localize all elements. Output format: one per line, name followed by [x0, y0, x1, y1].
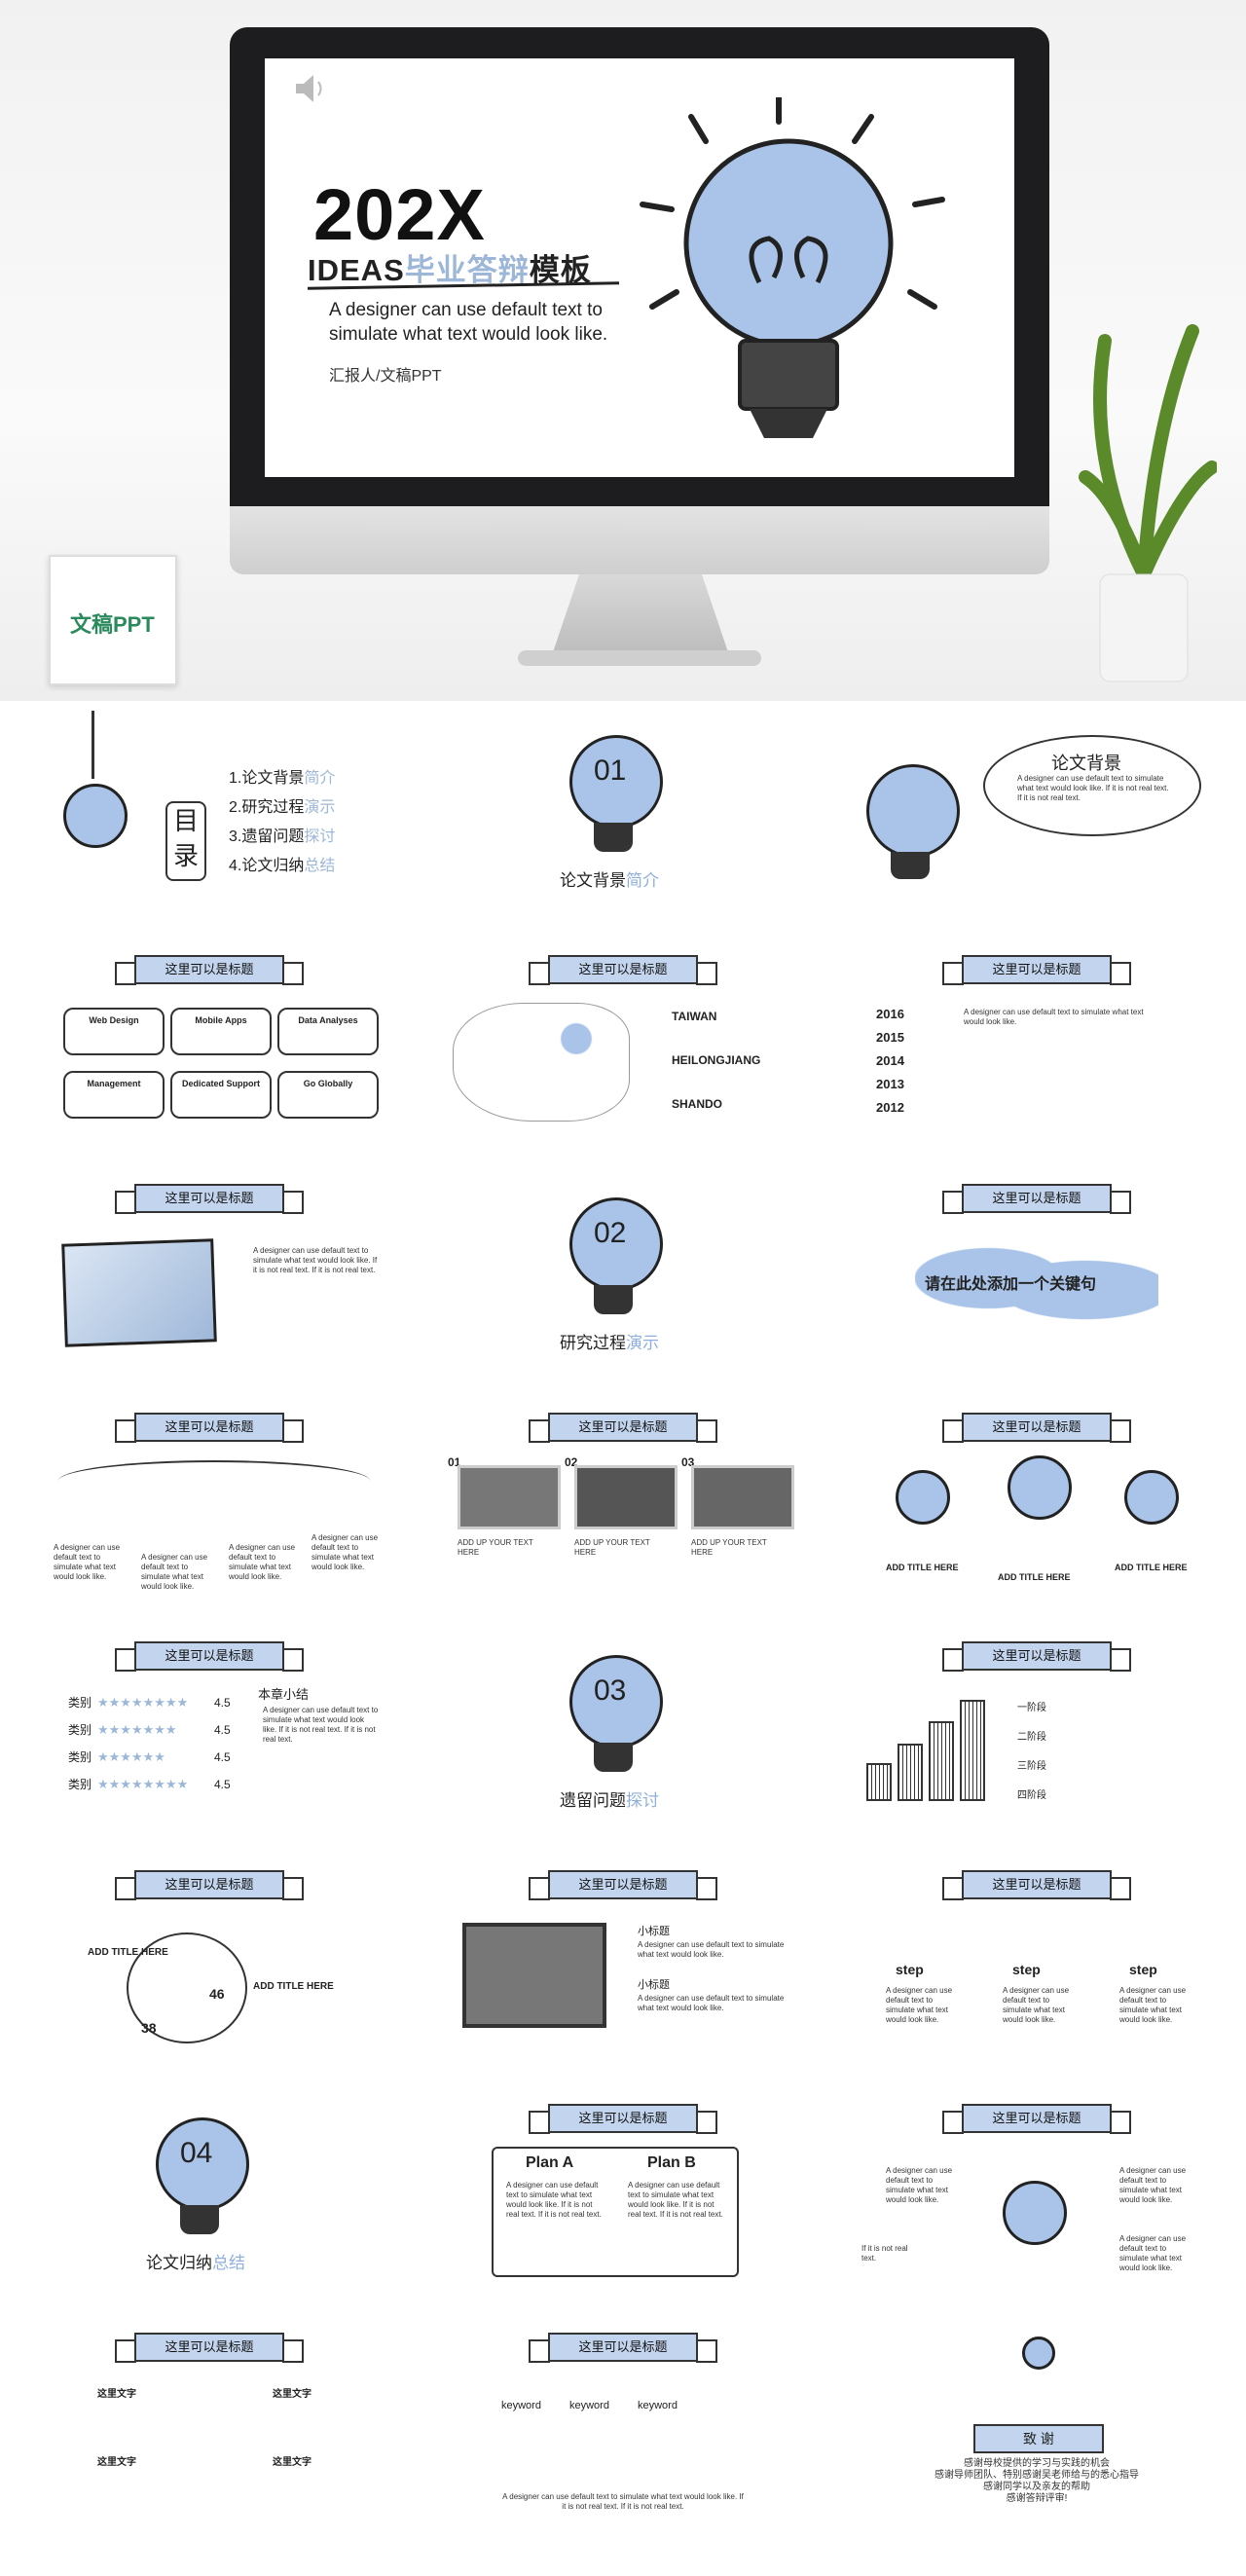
- monitor-stand-base: [518, 650, 761, 666]
- slide-banner: 这里可以是标题: [115, 1184, 304, 1214]
- slide-banner: 这里可以是标题: [942, 1184, 1131, 1214]
- slide-pie-titles: 这里可以是标题 46 38 ADD TITLE HERE ADD TITLE H…: [19, 1855, 399, 2069]
- timeline-years: 2016 2015 2014 2013 2012: [876, 1007, 904, 1115]
- toc-item[interactable]: 3.遗留问题探讨: [229, 828, 336, 845]
- timeline-text: A designer can use default text to simul…: [964, 1008, 1144, 1026]
- slide-section-04: 04 论文归纳总结: [19, 2088, 399, 2302]
- hero-subtitle: IDEAS毕业答辩模板: [308, 253, 592, 287]
- section-number: 04: [180, 2137, 213, 2169]
- steps-list: 一阶段 二阶段 三阶段 四阶段: [1017, 1703, 1046, 1801]
- bar-chart: [866, 1694, 1003, 1801]
- section-number: 03: [594, 1674, 627, 1707]
- slide-keywords: 这里可以是标题 keyword keyword keyword A design…: [433, 2317, 813, 2531]
- slide-photos: 这里可以是标题 01 02 03 ADD UP YOUR TEXT HERE A…: [433, 1397, 813, 1611]
- hero-reporter: 汇报人/文稿PPT: [329, 368, 442, 385]
- desk-calendar: [49, 555, 177, 685]
- slide-plans: 这里可以是标题 Plan A Plan B A designer can use…: [433, 2088, 813, 2302]
- map-label: TAIWAN: [672, 1010, 717, 1023]
- rating-stars: ★★★★★★★★★★★★★★★★★★★★★★★★★★★★★: [97, 1695, 189, 1791]
- slide-thanks: 致 谢 感谢母校提供的学习与实践的机会 感谢导师团队、特别感谢吴老师给与的悉心指…: [847, 2317, 1227, 2531]
- slide-hanging-notes: 这里可以是标题 A designer can use default text …: [19, 1397, 399, 1611]
- plant-illustration: [1079, 324, 1217, 682]
- slide-section-03: 03 遗留问题探讨: [433, 1626, 813, 1840]
- monitor-stand: [553, 574, 728, 652]
- section-title: 论文归纳总结: [146, 2254, 245, 2272]
- speaker-icon[interactable]: [292, 72, 331, 105]
- slide-three-bulbs: 这里可以是标题 ADD TITLE HERE ADD TITLE HERE AD…: [847, 1397, 1227, 1611]
- card: Data Analyses: [277, 1008, 379, 1055]
- world-quote: 请在此处添加一个关键句: [925, 1276, 1097, 1293]
- section-number: 01: [594, 754, 627, 787]
- card: Web Design: [63, 1008, 165, 1055]
- slide-cards: 这里可以是标题 Web Design Mobile Apps Data Anal…: [19, 939, 399, 1154]
- slide-hand-steps: 这里可以是标题 step step step A designer can us…: [847, 1855, 1227, 2069]
- summary-title: 本章小结: [258, 1687, 310, 1702]
- background-text: A designer can use default text to simul…: [1017, 774, 1169, 802]
- note-text: A designer can use default text to simul…: [229, 1543, 296, 1581]
- lightbulb-illustration: [640, 97, 945, 438]
- slide-banner: 这里可以是标题: [529, 1870, 717, 1900]
- slide-banner: 这里可以是标题: [115, 1870, 304, 1900]
- slide-timeline: 这里可以是标题 2016 2015 2014 2013 2012 A desig…: [847, 939, 1227, 1154]
- slide-section-02: 02 研究过程演示: [433, 1168, 813, 1382]
- rating-labels: 类别 类别 类别 类别: [68, 1696, 92, 1791]
- monitor-chin: [230, 506, 1049, 574]
- slide-toc: 目录 1.论文背景简介 2.研究过程演示 3.遗留问题探讨 4.论文归纳总结: [19, 706, 399, 920]
- slide-banner: 这里可以是标题: [115, 955, 304, 985]
- card: Mobile Apps: [170, 1008, 272, 1055]
- slide-banner: 这里可以是标题: [529, 2333, 717, 2363]
- note-text: A designer can use default text to simul…: [253, 1246, 378, 1274]
- thanks-title: 致 谢: [973, 2424, 1104, 2453]
- slide-image-notes: 这里可以是标题 A designer can use default text …: [19, 1168, 399, 1382]
- slide-map: 这里可以是标题 TAIWAN HEILONGJIANG SHANDO: [433, 939, 813, 1154]
- section-number: 02: [594, 1217, 627, 1249]
- note-text: A designer can use default text to simul…: [312, 1533, 379, 1571]
- photo-frame: [61, 1238, 217, 1347]
- slide-small-titles: 这里可以是标题 这里文字 这里文字 这里文字 这里文字: [19, 2317, 399, 2531]
- note-text: A designer can use default text to simul…: [141, 1553, 208, 1591]
- background-title: 论文背景: [1051, 754, 1121, 773]
- slide-screen-subtitles: 这里可以是标题 小标题 A designer can use default t…: [433, 1855, 813, 2069]
- toc-list: 1.论文背景简介 2.研究过程演示 3.遗留问题探讨 4.论文归纳总结: [229, 764, 335, 881]
- slide-banner: 这里可以是标题: [115, 2333, 304, 2363]
- slide-background: 论文背景 A designer can use default text to …: [847, 706, 1227, 920]
- hero-description: A designer can use default text to simul…: [329, 300, 608, 345]
- slide-banner: 这里可以是标题: [942, 1641, 1131, 1672]
- slide-banner: 这里可以是标题: [942, 955, 1131, 985]
- rating-scores: 4.5 4.5 4.5 4.5: [214, 1696, 231, 1791]
- toc-item[interactable]: 4.论文归纳总结: [229, 858, 336, 874]
- slide-banner: 这里可以是标题: [115, 1641, 304, 1672]
- calendar-brand: 文稿PPT: [70, 612, 155, 637]
- slide-banner: 这里可以是标题: [942, 2104, 1131, 2134]
- slide-section-01: 01 论文背景简介: [433, 706, 813, 920]
- world-map: [915, 1232, 1158, 1348]
- slide-banner: 这里可以是标题: [529, 1413, 717, 1443]
- section-title: 研究过程演示: [560, 1334, 659, 1352]
- section-title: 遗留问题探讨: [560, 1791, 659, 1810]
- slide-clouds: 这里可以是标题 A designer can use default text …: [847, 2088, 1227, 2302]
- card: Go Globally: [277, 1071, 379, 1119]
- slide-banner: 这里可以是标题: [115, 1413, 304, 1443]
- slide-world-map: 这里可以是标题 请在此处添加一个关键句: [847, 1168, 1227, 1382]
- thanks-lines: 感谢母校提供的学习与实践的机会 感谢导师团队、特别感谢吴老师给与的悉心指导 感谢…: [934, 2458, 1139, 2504]
- hero-title: 202X: [313, 174, 486, 255]
- slide-ratings: 这里可以是标题 类别 类别 类别 类别 ★★★★★★★★★★★★★★★★★★★★…: [19, 1626, 399, 1840]
- toc-item[interactable]: 2.研究过程演示: [229, 799, 336, 816]
- slide-banner: 这里可以是标题: [942, 1413, 1131, 1443]
- map-label: HEILONGJIANG: [672, 1053, 761, 1067]
- card: Dedicated Support: [170, 1071, 272, 1119]
- china-map: [453, 1003, 630, 1122]
- toc-item[interactable]: 1.论文背景简介: [229, 770, 336, 787]
- slide-bar-steps: 这里可以是标题 一阶段 二阶段 三阶段 四阶段: [847, 1626, 1227, 1840]
- card: Management: [63, 1071, 165, 1119]
- toc-heading: 目录: [165, 801, 206, 881]
- section-title: 论文背景简介: [560, 871, 659, 890]
- slide-banner: 这里可以是标题: [942, 1870, 1131, 1900]
- map-label: SHANDO: [672, 1097, 723, 1111]
- slide-banner: 这里可以是标题: [529, 955, 717, 985]
- slide-banner: 这里可以是标题: [529, 2104, 717, 2134]
- note-text: A designer can use default text to simul…: [54, 1543, 121, 1581]
